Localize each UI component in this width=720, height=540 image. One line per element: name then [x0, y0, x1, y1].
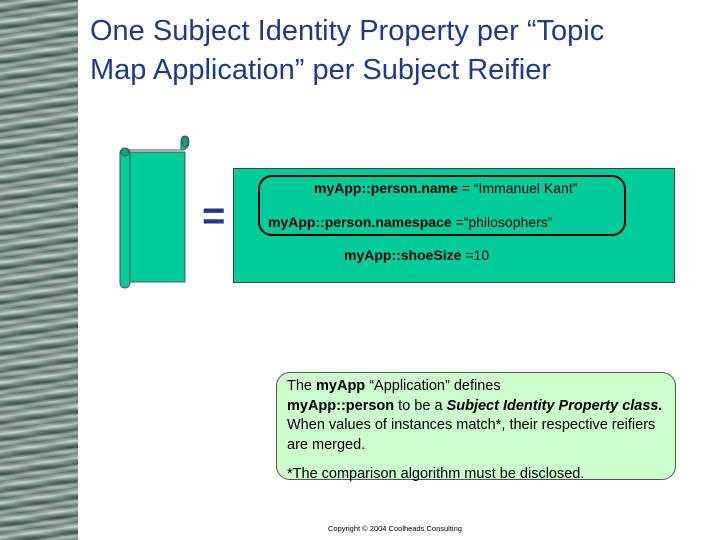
property-key: myApp::person.namespace: [268, 214, 452, 230]
properties-box: [233, 168, 675, 283]
scroll-icon: [119, 135, 190, 289]
property-key: myApp::shoeSize: [344, 247, 462, 263]
water-background-image: [0, 0, 78, 540]
title-line-2: Map Application” per Subject Reifier: [90, 54, 552, 86]
property-key: myApp::person.name: [314, 180, 458, 196]
property-person-namespace: myApp::person.namespace =“philosophers”: [268, 214, 552, 230]
property-value: “philosophers”: [463, 214, 553, 230]
property-shoesize: myApp::shoeSize =10: [344, 247, 489, 263]
equals-sign: =: [202, 194, 226, 238]
property-person-name: myApp::person.name = “Immanuel Kant”: [314, 180, 577, 196]
property-separator: =: [461, 247, 474, 263]
property-value: “Immanuel Kant”: [473, 180, 578, 196]
property-value: 10: [473, 247, 490, 263]
copyright-notice: Copyright © 2004 Coolheads Consulting: [328, 524, 462, 533]
subject-identity-group-outline: [258, 175, 626, 236]
slide-title: One Subject Identity Property per “Topic…: [90, 12, 710, 90]
property-separator: =: [457, 180, 474, 196]
note-footnote: *The comparison algorithm must be disclo…: [287, 466, 585, 482]
property-separator: =: [451, 214, 464, 230]
title-line-1: One Subject Identity Property per “Topic: [90, 15, 605, 47]
